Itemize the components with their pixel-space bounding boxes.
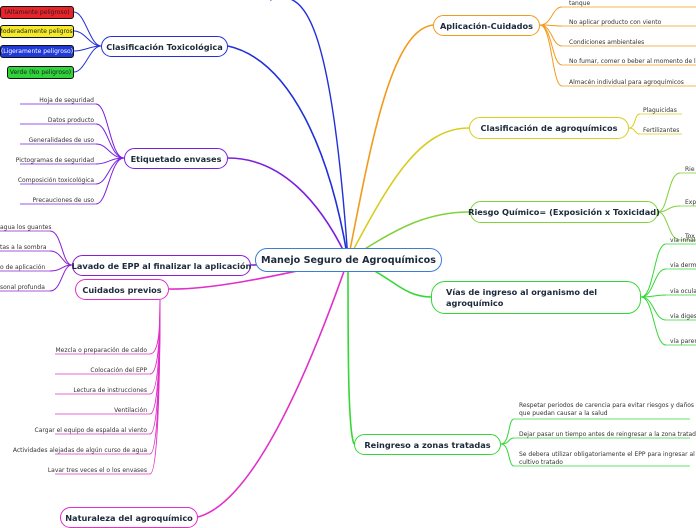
branch-clasificacion-agroquimicos[interactable]: Clasificación de agroquímicos <box>469 117 629 139</box>
reingreso-item: Dejar pasar un tiempo antes de reingresa… <box>519 431 696 438</box>
cuidados-item: Cargar el equipo de espalda al viento <box>34 427 147 434</box>
etiquetado-item: Generalidades de uso <box>28 137 94 144</box>
aplicacion-item: No fumar, comer o beber al momento de la… <box>569 58 696 65</box>
aplicacion-item: Condiciones ambientales <box>569 39 645 46</box>
lavado-item: o de aplicación <box>0 264 46 271</box>
clasifagro-item: Plaguicidas <box>643 107 677 114</box>
connector-cuidados-item <box>149 299 161 455</box>
connector-vias-item <box>640 243 667 298</box>
connector-clasifagro <box>347 127 470 261</box>
connector-aplicacion <box>347 24 434 261</box>
etiquetado-item: Hoja de seguridad <box>39 97 94 104</box>
clasifagro-item: Fertilizantes <box>643 127 680 134</box>
connector-toxico <box>227 45 349 261</box>
connector-etiquetado-item <box>95 123 125 159</box>
toxico-chip-yellow: (Moderadamente peligroso) <box>0 25 74 38</box>
vias-item: vía paren <box>670 338 696 345</box>
toxico-chip-green: Verde (No peligroso) <box>7 66 74 79</box>
connector-lavado-item <box>49 250 73 266</box>
connector-vias-item <box>640 296 667 321</box>
connector-reingreso <box>347 259 355 445</box>
connector-top <box>270 0 349 261</box>
connector-riesgo-item <box>657 205 681 213</box>
reingreso-item: Se debera utilizar obligatoriamente el E… <box>519 451 695 466</box>
central-topic[interactable]: Manejo Seguro de Agroquímicos <box>255 248 442 272</box>
lavado-item: tas a la sombra <box>0 244 47 251</box>
riesgo-item: Exp <box>685 199 696 206</box>
branch-riesgo-quimico[interactable]: Riesgo Químico= (Exposición x Toxicidad) <box>468 201 660 223</box>
vias-item: vía diges <box>670 313 696 320</box>
lavado-item: agua los guantes <box>0 224 52 231</box>
etiquetado-item: Precauciones de uso <box>32 197 95 204</box>
connector-riesgo-item <box>657 172 681 213</box>
branch-clasificacion-toxicologica[interactable]: Clasificación Toxicológica <box>101 36 228 57</box>
connector-toxico-item <box>73 45 102 73</box>
aplicacion-item: tanque <box>569 0 591 7</box>
connector-aplicacion-item <box>539 24 563 87</box>
etiquetado-item: Composición toxicológica <box>17 177 94 184</box>
riesgo-item: Rie <box>685 166 695 173</box>
connector-vias-item <box>640 296 667 346</box>
toxico-chip-red: (Altamente peligroso) <box>0 6 74 19</box>
branch-cuidados-previos[interactable]: Cuidados previos <box>75 279 169 300</box>
reingreso-item: Respetar periodos de carencia para evita… <box>519 402 695 417</box>
branch-aplicacion-cuidados[interactable]: Aplicación-Cuidados <box>433 15 540 36</box>
etiquetado-item: Pictogramas de seguridad <box>15 157 94 164</box>
connector-reingreso-item <box>500 437 515 445</box>
connector-etiquetado <box>227 157 349 261</box>
connector-riesgo-item <box>657 211 681 241</box>
toxico-chip-blue: (Ligeramente peligroso) <box>0 45 74 58</box>
aplicacion-item: Almacén individual para agroquímicos <box>569 79 684 86</box>
cuidados-item: Ventilación <box>114 407 147 414</box>
branch-naturaleza-agroquimico[interactable]: Naturaleza del agroquímico <box>60 507 198 528</box>
riesgo-item: Tox <box>685 233 695 240</box>
cuidados-item: Actividades alejadas de algún curso de a… <box>12 447 147 454</box>
connector-etiquetado-item <box>95 143 125 159</box>
branch-reingreso-zonas[interactable]: Reingreso a zonas tratadas <box>354 434 501 455</box>
connector-lavado-item <box>49 264 73 292</box>
connector-reingreso-item <box>500 418 515 445</box>
connector-etiquetado-item <box>95 103 125 159</box>
cuidados-item: Mezcla o preparación de caldo <box>55 347 148 354</box>
lavado-item: sonal profunda <box>0 284 45 291</box>
vias-item: vía derm <box>670 262 696 269</box>
connector-clasifagro-item <box>628 113 641 129</box>
connector-cuidados-item <box>149 299 161 475</box>
connector-toxico-item <box>73 30 102 47</box>
connector-naturaleza <box>197 259 349 518</box>
connector-etiquetado-item <box>95 157 125 205</box>
connector-reingreso-item <box>500 443 515 467</box>
vias-item: vía ocula <box>670 288 696 295</box>
aplicacion-item: No aplicar producto con viento <box>569 19 662 26</box>
connector-clasifagro-item <box>628 127 641 135</box>
connector-vias-item <box>640 268 667 298</box>
branch-lavado-epp[interactable]: Lavado de EPP al finalizar la aplicación <box>72 255 251 276</box>
branch-etiquetado-envases[interactable]: Etiquetado envases <box>124 148 228 169</box>
cuidados-item: Colocación del EPP <box>90 367 147 374</box>
connector-toxico-item <box>73 11 102 47</box>
cuidados-item: Lavar tres veces el o los envases <box>47 467 147 474</box>
etiquetado-item: Datos producto <box>47 117 94 124</box>
connector-lavado-item <box>49 230 73 266</box>
vias-item: vía inhala <box>670 237 696 244</box>
cuidados-item: Lectura de instrucciones <box>73 387 147 394</box>
branch-vias-ingreso[interactable]: Vías de ingreso al organismo del agroquí… <box>431 281 641 314</box>
connector-aplicacion-item <box>539 6 563 26</box>
